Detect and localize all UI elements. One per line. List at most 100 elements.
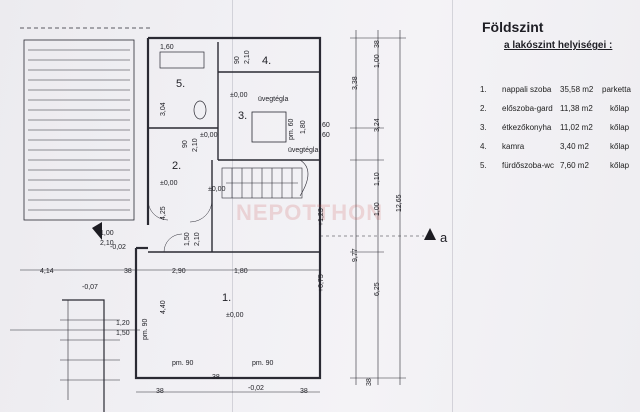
paper-fold: [452, 0, 453, 412]
dimension-label: 3,24: [374, 118, 381, 132]
dimension-label: 90: [234, 56, 241, 64]
dimension-label: 38: [374, 40, 381, 48]
room-area: 11,02 m2: [560, 123, 593, 132]
dimension-label: 3,38: [352, 76, 359, 90]
dimension-lines-right: [350, 30, 406, 385]
room-name: előszoba-gard: [502, 104, 553, 113]
room-name: kamra: [502, 142, 525, 151]
room-area: 35,58 m2: [560, 85, 594, 94]
dimension-label: 1,80: [234, 268, 248, 275]
staircase: [221, 159, 309, 199]
room-no: 3.: [480, 123, 487, 132]
room-area: 7,60 m2: [560, 161, 589, 170]
dimension-label: 38: [124, 268, 132, 275]
dimension-label: 1,60: [160, 44, 174, 51]
toilet: [193, 100, 207, 120]
dimension-label: 2,10: [100, 240, 114, 247]
room-no: 2.: [480, 104, 487, 113]
internal-walls: [148, 42, 320, 253]
room-row: 2. előszoba-gard 11,38 m2 kőlap: [478, 104, 640, 118]
room-floor: kőlap: [610, 142, 630, 151]
level-marker: ±0,00: [160, 180, 178, 187]
carport-outline: [23, 39, 135, 221]
level-marker: -0,02: [110, 244, 126, 251]
room-floor: kőlap: [610, 123, 630, 132]
dimension-label: 1,20: [116, 320, 130, 327]
room-row: 1. nappali szoba 35,58 m2 parketta: [478, 85, 640, 99]
dimension-label: 9,77: [352, 248, 359, 262]
room-number-1: 1.: [222, 292, 232, 304]
level-marker: ±0,00: [230, 92, 248, 99]
level-marker: ±0,00: [200, 132, 218, 139]
level-marker: -0,02: [248, 385, 264, 392]
room-floor: parketta: [602, 85, 631, 94]
room-number-3: 3.: [238, 110, 248, 122]
room-area: 11,38 m2: [560, 104, 593, 113]
dimension-label: 1,50: [184, 232, 191, 246]
carport-hatch: [28, 49, 130, 211]
level-marker: ±0,00: [226, 312, 244, 319]
dimension-label: 1,80: [300, 120, 307, 134]
dimension-label: pm. 90: [172, 360, 194, 367]
section-marker-label: a: [440, 230, 448, 245]
entrance-steps: [60, 300, 120, 400]
dimension-label: 2,10: [194, 232, 201, 246]
dimension-label: pm. 90: [142, 318, 149, 340]
glass-block-label: üvegtégla: [258, 96, 289, 103]
dimension-label: 4,14: [40, 268, 54, 275]
entrance-arrow: [92, 222, 102, 240]
dimension-lines-bottom: [10, 269, 320, 393]
section-arrow: [424, 228, 436, 240]
dimension-label: 2,10: [244, 50, 251, 64]
room-row: 3. étkezőkonyha 11,02 m2 kőlap: [478, 123, 640, 137]
dimension-label: 38: [300, 388, 308, 395]
room-floor: kőlap: [610, 161, 630, 170]
dimension-label: 2,10: [192, 138, 199, 152]
room-name: fürdőszoba-wc: [502, 161, 555, 170]
room-no: 4.: [480, 142, 487, 151]
room-name: étkezőkonyha: [502, 123, 552, 132]
watermark: NEPOTTHON: [236, 200, 384, 225]
terrace-edge: [62, 299, 105, 412]
dimension-label: 1,10: [374, 172, 381, 186]
dimension-label: 60: [322, 132, 330, 139]
room-name: nappali szoba: [502, 85, 552, 94]
rooms-subtitle: a lakószint helyiségei :: [504, 40, 613, 51]
dimension-label: 4,40: [160, 300, 167, 314]
dining-table: [251, 111, 287, 143]
dimension-label: pm. 60: [288, 118, 295, 140]
level-marker: ±0,00: [208, 186, 226, 193]
dimension-label: 3,04: [160, 102, 167, 116]
room-floor: kőlap: [610, 104, 630, 113]
room-no: 5.: [480, 161, 487, 170]
room-row: 5. fürdőszoba-wc 7,60 m2 kőlap: [478, 161, 640, 175]
dimension-label: 38: [366, 378, 373, 386]
level-marker: +1,23: [318, 208, 325, 226]
level-marker: +0,75: [318, 274, 325, 292]
room-number-5: 5.: [176, 78, 186, 90]
glass-block-label: üvegtégla: [288, 147, 319, 154]
dimension-label: 4,25: [160, 206, 167, 220]
paper-fold: [232, 0, 233, 412]
room-number-2: 2.: [172, 160, 182, 172]
room-row: 4. kamra 3,40 m2 kőlap: [478, 142, 640, 156]
dimension-label: 1,00: [374, 202, 381, 216]
bathtub: [159, 51, 205, 69]
floor-title: Földszint: [482, 19, 544, 35]
level-marker: -0,07: [82, 284, 98, 291]
dimension-label: 38: [212, 374, 220, 381]
dimension-label: 38: [156, 388, 164, 395]
dimension-label: 6,25: [374, 282, 381, 296]
room-number-4: 4.: [262, 55, 272, 67]
dimension-label: 2,90: [172, 268, 186, 275]
dimension-label: pm. 90: [252, 360, 274, 367]
dimension-label: 1,00: [374, 54, 381, 68]
room-no: 1.: [480, 85, 487, 94]
dimension-label: 1,00: [100, 230, 114, 237]
dimension-label: 12,65: [396, 194, 403, 212]
room-area: 3,40 m2: [560, 142, 589, 151]
outer-walls: [134, 36, 322, 380]
dimension-label: 1,50: [116, 330, 130, 337]
door-swings: [147, 199, 213, 253]
